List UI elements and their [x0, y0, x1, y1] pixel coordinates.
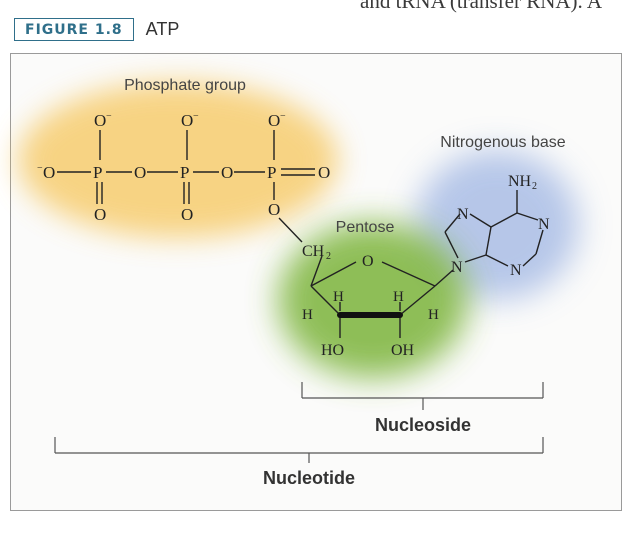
svg-text:N: N [510, 262, 522, 279]
svg-text:−: − [106, 111, 112, 122]
svg-text:2: 2 [532, 181, 537, 192]
nucleotide-label: Nucleotide [263, 468, 355, 488]
svg-text:OH: OH [391, 342, 415, 359]
svg-text:H: H [302, 307, 313, 323]
page-header-text: and tRNA (transfer RNA). A [360, 0, 603, 13]
svg-text:O: O [94, 205, 106, 224]
svg-text:O: O [43, 163, 55, 182]
svg-text:P: P [93, 163, 102, 182]
svg-text:O: O [318, 163, 330, 182]
pentose-label: Pentose [336, 219, 395, 236]
nucleotide-bracket [54, 437, 544, 463]
svg-text:N: N [457, 206, 469, 223]
svg-text:H: H [428, 307, 439, 323]
nucleoside-bracket [301, 382, 544, 410]
phosphate-group-label: Phosphate group [124, 77, 246, 94]
svg-text:O: O [268, 111, 280, 130]
nitrogenous-base-label: Nitrogenous base [440, 134, 566, 151]
pentose-region [278, 222, 468, 378]
svg-text:P: P [267, 163, 276, 182]
svg-text:H: H [333, 289, 344, 305]
svg-text:CH: CH [302, 243, 325, 260]
svg-text:O: O [221, 163, 233, 182]
svg-text:−: − [37, 163, 43, 174]
svg-text:N: N [538, 216, 550, 233]
svg-text:−: − [193, 111, 199, 122]
phosphate-chain: O− O− O− −O P O P O P O O O O [37, 111, 330, 224]
svg-text:O: O [134, 163, 146, 182]
svg-text:−: − [280, 111, 286, 122]
svg-text:O: O [181, 111, 193, 130]
figure-label: FIGURE 1.8 [14, 18, 134, 41]
svg-text:O: O [268, 200, 280, 219]
figure-caption: FIGURE 1.8 ATP [14, 17, 179, 42]
phosphate-region [18, 82, 338, 238]
svg-text:2: 2 [326, 251, 331, 262]
svg-text:O: O [362, 253, 374, 270]
svg-text:HO: HO [321, 342, 344, 359]
svg-text:NH: NH [508, 173, 532, 190]
svg-text:P: P [180, 163, 189, 182]
nucleoside-label: Nucleoside [375, 415, 471, 435]
svg-text:O: O [181, 205, 193, 224]
svg-text:O: O [94, 111, 106, 130]
figure-title: ATP [145, 19, 180, 39]
phosphate-bonds [57, 130, 315, 243]
svg-text:H: H [393, 289, 404, 305]
svg-text:N: N [451, 259, 463, 276]
